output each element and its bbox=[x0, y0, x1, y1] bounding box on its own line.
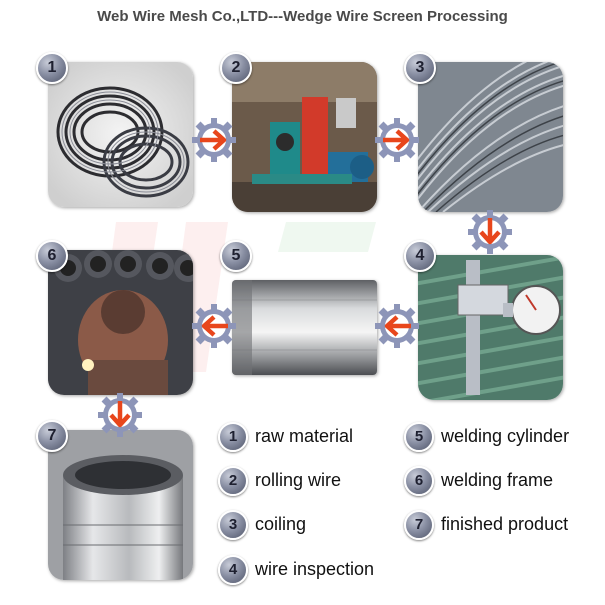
legend-label-3: coiling bbox=[255, 514, 307, 534]
caliper-inspection-image bbox=[418, 255, 563, 400]
gear-arrow-icon bbox=[98, 393, 142, 437]
legend-badge-1: 1 bbox=[218, 422, 248, 452]
rolling-machine-image bbox=[232, 62, 377, 212]
welder-image bbox=[48, 250, 193, 395]
legend-label-2: rolling wire bbox=[255, 470, 342, 490]
step-badge-4: 4 bbox=[404, 240, 436, 272]
step-badge-2: 2 bbox=[220, 52, 252, 84]
legend-label-5: welding cylinder bbox=[441, 426, 570, 446]
legend-badge-6: 6 bbox=[404, 466, 434, 496]
legend-label-4: wire inspection bbox=[255, 559, 375, 579]
photo-raw-material bbox=[48, 62, 193, 207]
legend-label-6: welding frame bbox=[441, 470, 554, 490]
gear-arrow-icon bbox=[375, 118, 419, 162]
step-badge-6: 6 bbox=[36, 240, 68, 272]
photo-welding-cylinder bbox=[232, 280, 377, 375]
legend-badge-2: 2 bbox=[218, 466, 248, 496]
photo-wire-inspection bbox=[418, 255, 563, 400]
legend-badge-4: 4 bbox=[218, 555, 248, 585]
legend-badge-7: 7 bbox=[404, 510, 434, 540]
photo-welding-frame bbox=[48, 250, 193, 395]
photo-finished-product bbox=[48, 430, 193, 580]
step-badge-1: 1 bbox=[36, 52, 68, 84]
page-title: Web Wire Mesh Co.,LTD---Wedge Wire Scree… bbox=[97, 8, 508, 25]
gear-arrow-icon bbox=[375, 304, 419, 348]
photo-coiling bbox=[418, 62, 563, 212]
legend-label-1: raw material bbox=[255, 426, 354, 446]
finished-screen-image bbox=[48, 430, 193, 580]
legend-badge-5: 5 bbox=[404, 422, 434, 452]
wire-coil-image bbox=[48, 62, 193, 207]
step-badge-5: 5 bbox=[220, 240, 252, 272]
gear-arrow-icon bbox=[192, 304, 236, 348]
gear-arrow-icon bbox=[468, 210, 512, 254]
legend-label-7: finished product bbox=[441, 514, 569, 534]
welding-cylinder-image bbox=[232, 280, 377, 375]
coiling-image bbox=[418, 62, 563, 212]
photo-rolling-wire bbox=[232, 62, 377, 212]
step-badge-3: 3 bbox=[404, 52, 436, 84]
step-badge-7: 7 bbox=[36, 420, 68, 452]
legend-badge-3: 3 bbox=[218, 510, 248, 540]
gear-arrow-icon bbox=[192, 118, 236, 162]
